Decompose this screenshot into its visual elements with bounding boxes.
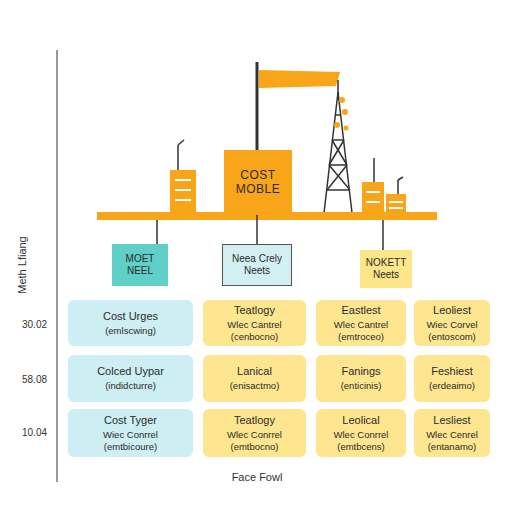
grid-cell: LeoliestWiec Corvel(entoscom) — [414, 300, 490, 346]
axis-line — [57, 50, 58, 482]
grid-cell: Lanical (enisactmo) — [203, 355, 306, 402]
building — [386, 194, 406, 214]
node-body: (enticinis) — [341, 380, 382, 391]
building — [170, 170, 196, 214]
node-heading: COST MOBLE — [227, 168, 289, 197]
node-body: Wlec Conrrel — [227, 429, 282, 440]
grid-cell: EastlestWlec Cantrel(emtroceo) — [316, 300, 406, 346]
node-body: (emtbocno) — [230, 441, 278, 452]
antenna — [177, 145, 179, 170]
node-body: (enisactmo) — [230, 380, 280, 391]
node-body: (emlscwing) — [105, 325, 156, 336]
node-body: Wiec Conrrel — [103, 429, 158, 440]
grid-cell: Cost Urges (emlscwing) — [68, 300, 193, 346]
grid-cell: TeatlogyWlec Cantrel(cenbocno) — [203, 300, 306, 346]
antenna — [373, 158, 375, 182]
node-heading: Teatlogy — [234, 304, 275, 317]
node-body: (erdeaimo) — [429, 380, 475, 391]
node-body: Wlec Cantrel — [227, 319, 281, 330]
node-heading: Lanical — [237, 365, 272, 378]
node-heading: Feshiest — [431, 365, 473, 378]
node-heading: Teatlogy — [234, 414, 275, 427]
node-body: Wlec Conrrel — [334, 429, 389, 440]
grid-cell: Cost TygerWiec Conrrel(emtbicoure) — [68, 409, 193, 457]
grid-cell: LesliestWlec Cenrel(entanamo) — [414, 409, 490, 457]
need-box: NOKETT Neets — [360, 250, 412, 288]
grid-cell: Feshiest (erdeaimo) — [414, 355, 490, 402]
tower — [324, 80, 352, 213]
node-heading: NOKETT Neets — [363, 257, 409, 281]
node-body: Wlec Cenrel — [426, 429, 478, 440]
cost-box: COST MOBLE — [224, 150, 292, 214]
windows — [175, 180, 191, 200]
node-heading: Eastlest — [341, 304, 380, 317]
node-body: Wlec Cantrel — [334, 319, 388, 330]
tower-dots — [334, 97, 349, 131]
node-heading: Cost Urges — [103, 310, 158, 323]
node-heading: MOET NEEL — [115, 253, 165, 277]
tick-value: 30.02 — [22, 319, 47, 330]
node-heading: Fanings — [341, 365, 380, 378]
tick-value: 10.04 — [22, 427, 47, 438]
axis-label: Face Fowl — [232, 471, 283, 483]
grid-cell: TeatlogyWlec Conrrel(emtbocno) — [203, 409, 306, 457]
node-heading: Leolical — [342, 414, 379, 427]
flag — [259, 70, 340, 88]
node-body: (emtroceo) — [338, 331, 384, 342]
grid-cell: Fanings (enticinis) — [316, 355, 406, 402]
node-body: (indidcturre) — [105, 380, 156, 391]
node-body: (entoscom) — [428, 331, 476, 342]
building — [362, 182, 384, 214]
grid-cell: Colced Uypar (indidcturre) — [68, 355, 193, 402]
node-heading: Lesliest — [433, 414, 470, 427]
grid-cell: LeolicalWlec Conrrel(emtbcens) — [316, 409, 406, 457]
node-body: (emtbcens) — [337, 441, 385, 452]
node-heading: Cost Tyger — [104, 414, 157, 427]
need-box: MOET NEEL — [112, 244, 168, 286]
node-heading: Neea Crely Neets — [226, 253, 288, 277]
need-box: Neea Crely Neets — [222, 244, 292, 286]
flag-pole — [256, 62, 259, 150]
axis-label: Meth Lfiang — [16, 236, 28, 293]
node-body: Wiec Corvel — [426, 319, 477, 330]
tick-value: 58.08 — [22, 374, 47, 385]
node-body: (cenbocno) — [231, 331, 279, 342]
node-body: (emtbicoure) — [104, 441, 157, 452]
node-body: (entanamo) — [428, 441, 477, 452]
node-heading: Leoliest — [433, 304, 471, 317]
node-heading: Colced Uypar — [97, 365, 164, 378]
